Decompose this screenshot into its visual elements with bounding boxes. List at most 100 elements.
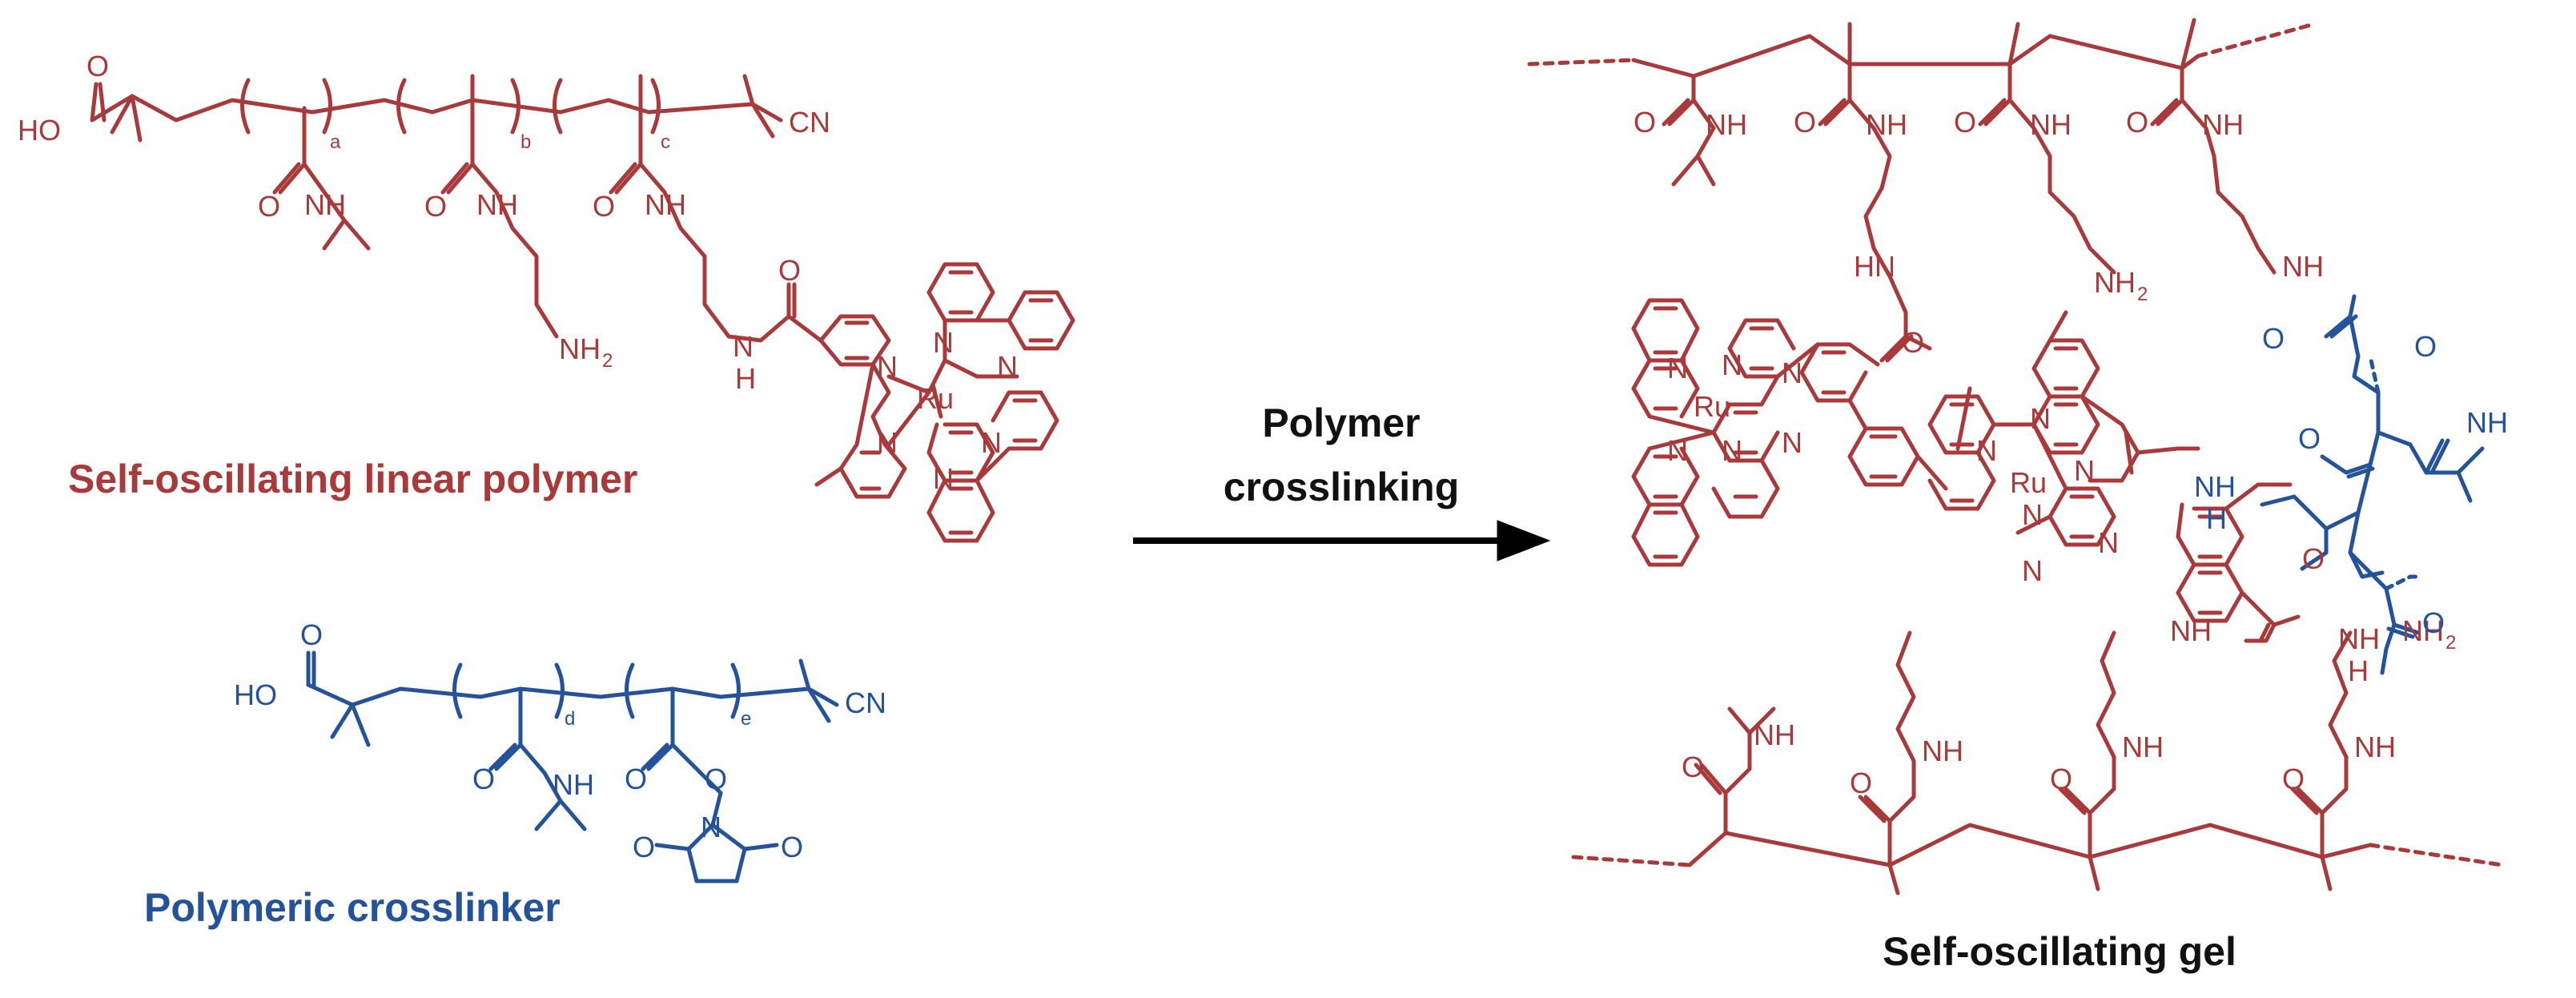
atom-label: NH xyxy=(2094,266,2136,299)
gel-labels: O NH O NH O NH NH 2 O NH HN O NH N N Ru … xyxy=(1634,106,2456,799)
atom-label: N xyxy=(1667,352,1688,384)
arrow-label-line1: Polymer xyxy=(1262,400,1420,445)
repeat-unit-label: b xyxy=(520,131,531,153)
atom-label: NH xyxy=(645,188,686,221)
linear-polymer-caption: Self-oscillating linear polymer xyxy=(68,457,637,501)
atom-label: O xyxy=(2050,763,2072,795)
atom-label: NH xyxy=(2282,250,2324,283)
atom-label: Ru xyxy=(1694,390,1730,423)
atom-label: O xyxy=(2422,606,2445,639)
atom-label: NH xyxy=(1706,108,1747,141)
atom-label: N xyxy=(1722,348,1742,381)
atom-label: H xyxy=(2206,502,2227,535)
atom-label: CN xyxy=(845,686,886,719)
atom-label: HO xyxy=(234,678,277,711)
repeat-unit-label: a xyxy=(330,131,341,153)
atom-label: N xyxy=(733,330,754,363)
atom-label: O xyxy=(1634,106,1656,139)
atom-label: N xyxy=(2074,454,2095,487)
atom-label: N xyxy=(1976,434,1997,467)
atom-label: N xyxy=(1782,356,1802,389)
atom-label: NH xyxy=(2466,406,2508,439)
atom-label: NH xyxy=(2338,622,2380,655)
atom-label: HO xyxy=(18,114,61,147)
gel-crosslinker-strand xyxy=(2260,294,2485,675)
atom-label: N xyxy=(701,811,721,843)
linear-polymer-labels: HO O O NH O NH NH 2 O NH N H O CN N N Ru… xyxy=(18,50,1018,495)
atom-label: O xyxy=(1794,106,1816,139)
atom-label: O xyxy=(593,190,615,223)
atom-label: N xyxy=(933,462,954,495)
atom-label: N xyxy=(1722,434,1742,467)
atom-label: O xyxy=(633,831,655,863)
atom-label: N xyxy=(2098,526,2119,559)
arrow-head xyxy=(1497,520,1551,561)
atom-label: NH xyxy=(2030,108,2072,141)
atom-label: N xyxy=(2022,554,2043,587)
atom-label: O xyxy=(258,190,280,223)
atom-label: O xyxy=(1902,326,1924,359)
atom-label: NH xyxy=(553,768,594,801)
atom-label: H xyxy=(2348,654,2369,687)
atom-label: O xyxy=(300,618,323,651)
atom-label: NH xyxy=(2122,730,2164,763)
atom-label: NH xyxy=(2202,108,2244,141)
atom-label: NH xyxy=(2354,730,2396,763)
crosslinker-labels: HO O O NH O O N O O CN d e xyxy=(234,618,886,863)
atom-label: N xyxy=(877,426,898,459)
atom-label: NH xyxy=(2402,614,2444,647)
atom-label: N xyxy=(933,326,954,359)
atom-label: O xyxy=(86,50,109,82)
repeat-unit-label: d xyxy=(565,708,575,730)
atom-label: N xyxy=(2022,498,2043,531)
crosslinker-caption: Polymeric crosslinker xyxy=(144,885,561,930)
atom-label: N xyxy=(877,350,898,383)
atom-label: NH xyxy=(1754,718,1795,751)
atom-label: NH xyxy=(2194,470,2236,503)
atom-label: O xyxy=(778,254,801,287)
atom-label: O xyxy=(1850,767,1872,799)
atom-label: Ru xyxy=(2010,466,2047,499)
atom-label: H xyxy=(735,362,756,395)
atom-label: HN xyxy=(1854,250,1895,283)
atom-label: NH xyxy=(1922,734,1963,767)
atom-label: NH xyxy=(559,332,601,365)
atom-label: O xyxy=(424,190,447,223)
arrow-label-line2: crosslinking xyxy=(1224,465,1460,509)
atom-label: O xyxy=(705,763,727,795)
atom-label: 2 xyxy=(2445,632,2456,654)
gel-crosslinker-labels: O O NH O NH H O xyxy=(2194,322,2508,639)
repeat-unit-label: c xyxy=(661,131,670,153)
atom-label: NH xyxy=(304,188,346,221)
atom-label: N xyxy=(997,350,1018,383)
atom-label: O xyxy=(2302,542,2325,575)
atom-label: 2 xyxy=(2137,284,2148,305)
atom-label: O xyxy=(781,831,803,863)
atom-label: O xyxy=(625,763,647,795)
atom-label: O xyxy=(2414,330,2437,363)
repeat-unit-label: e xyxy=(741,708,751,730)
crosslinker-structure xyxy=(306,650,839,883)
atom-label: N xyxy=(1782,426,1802,459)
atom-label: O xyxy=(2262,322,2285,355)
atom-label: NH xyxy=(1866,108,1907,141)
atom-label: NH xyxy=(2170,614,2212,647)
atom-label: O xyxy=(2126,106,2148,139)
atom-label: N xyxy=(981,426,1002,459)
atom-label: NH xyxy=(476,188,518,221)
atom-label: O xyxy=(2298,422,2321,455)
gel-caption: Self-oscillating gel xyxy=(1883,929,2236,974)
atom-label: N xyxy=(2030,402,2051,435)
atom-label: CN xyxy=(789,106,830,139)
atom-label: O xyxy=(1682,751,1704,783)
atom-label: 2 xyxy=(602,350,613,372)
atom-label: O xyxy=(472,763,495,795)
atom-label: O xyxy=(1954,106,1976,139)
atom-label: Ru xyxy=(917,382,954,415)
linear-polymer-structure xyxy=(90,74,1075,543)
gel-polymer-network xyxy=(1527,18,2505,895)
reaction-arrow xyxy=(1133,520,1551,561)
atom-label: O xyxy=(2282,763,2305,795)
atom-label: N xyxy=(1667,434,1688,467)
